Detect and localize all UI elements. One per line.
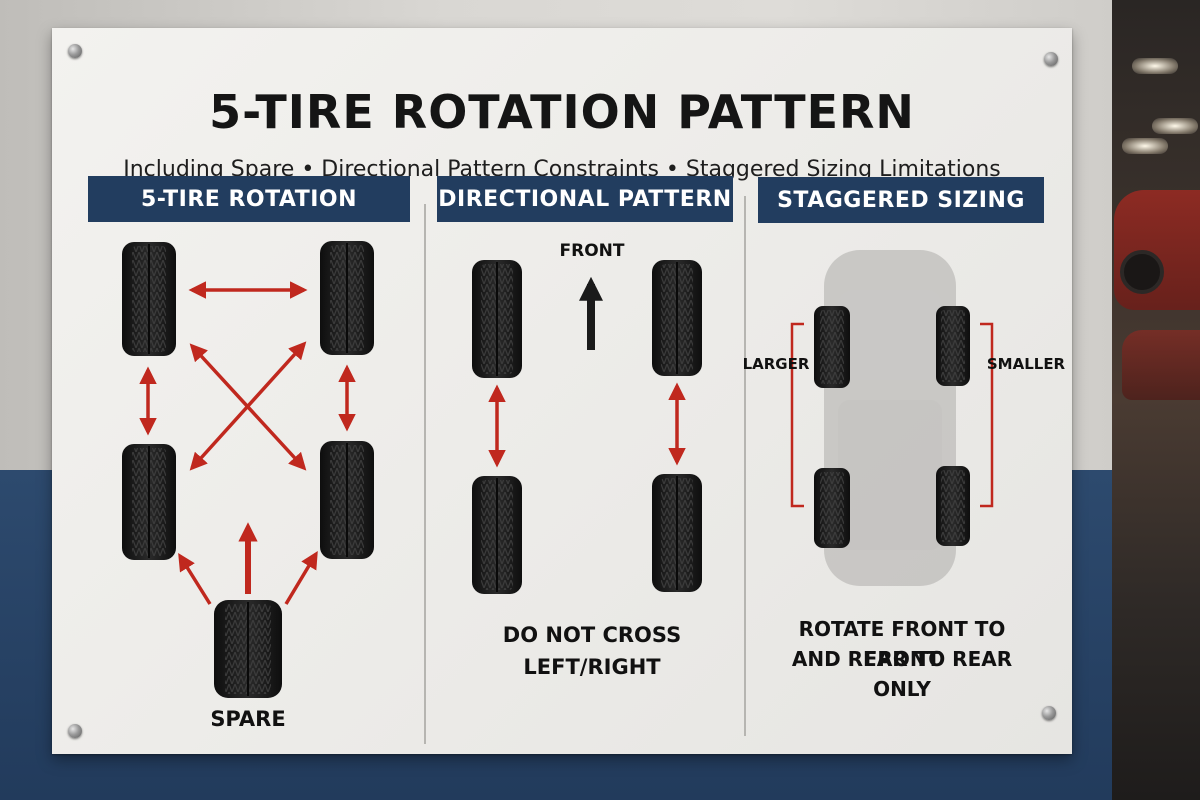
directional-caption-line1: DO NOT CROSS (462, 620, 722, 650)
tire-icon (320, 441, 374, 559)
arrow-icon (286, 554, 316, 604)
ceiling-light (1122, 138, 1168, 154)
tire-icon (652, 474, 702, 592)
tire-icon (122, 444, 176, 560)
smaller-label: SMALLER (984, 349, 1068, 379)
tire-icon (472, 476, 522, 594)
spare-label: SPARE (192, 704, 304, 734)
rotation-sign: 5-TIRE ROTATION PATTERN Including Spare … (52, 28, 1072, 754)
front-label: FRONT (542, 236, 642, 266)
tire-icon (936, 466, 970, 546)
staggered-caption-line2: AND REAR TO REAR ONLY (762, 644, 1042, 704)
tire-icon (936, 306, 970, 386)
parked-car (1114, 190, 1200, 310)
tire-icon (652, 260, 702, 376)
tire-icon (814, 306, 850, 388)
larger-label: LARGER (734, 349, 818, 379)
car-wheel (1120, 250, 1164, 294)
ceiling-light (1132, 58, 1178, 74)
tire-icon (122, 242, 176, 356)
arrow-icon (180, 556, 210, 604)
ceiling-light (1152, 118, 1198, 134)
directional-caption-line2: LEFT/RIGHT (462, 652, 722, 682)
directional-arrows (497, 386, 677, 464)
garage-background (1112, 0, 1200, 800)
parked-car (1122, 330, 1200, 400)
rotation-arrows (148, 290, 347, 604)
tire-icon (472, 260, 522, 378)
tire-icon (814, 468, 850, 548)
spare-tire-icon (214, 600, 282, 698)
tire-icon (320, 241, 374, 355)
